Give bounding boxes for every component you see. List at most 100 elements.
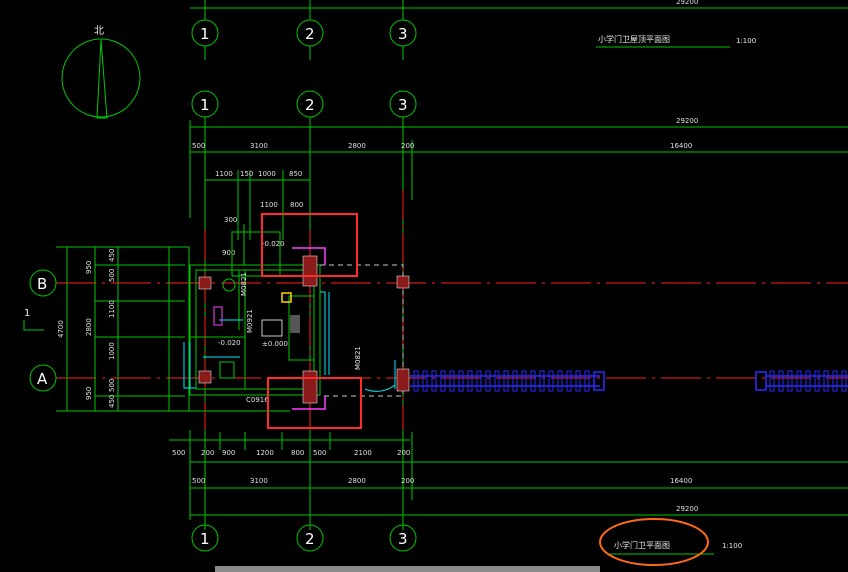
dim-left-mid-2: 950 xyxy=(85,387,93,400)
dim-upper-1: 3100 xyxy=(250,142,268,150)
north-label: 北 xyxy=(94,25,104,37)
window-label: C0916 xyxy=(246,396,269,404)
fence-post xyxy=(787,370,793,392)
dim-upper-2: 2800 xyxy=(348,142,366,150)
dim-lower-3: 1200 xyxy=(256,449,274,457)
overall-dim-top: 29200 xyxy=(676,117,698,125)
plan-title-text: 小学门卫平面图 xyxy=(614,540,670,550)
annotation-circle xyxy=(599,518,709,566)
elevation-top: -0.020 xyxy=(262,240,285,248)
roof-scale-text: 1:100 xyxy=(736,37,756,45)
axis-label-1-top: 1 xyxy=(200,25,210,43)
fence-post xyxy=(575,370,581,392)
dim-misc-3: 800 xyxy=(290,201,303,209)
fence-post xyxy=(512,370,518,392)
axis-centerlines xyxy=(56,190,848,430)
plan-axes-top: 1 2 3 xyxy=(191,90,417,118)
fence-post xyxy=(449,370,455,392)
fence-post xyxy=(458,370,464,392)
fence-pier xyxy=(755,371,767,391)
dim-sub-1: 150 xyxy=(240,170,253,178)
horizontal-scrollbar[interactable] xyxy=(215,566,600,572)
axis-label-2-top: 2 xyxy=(305,25,315,43)
axis-label-3: 3 xyxy=(398,96,408,114)
dim-lower-0: 500 xyxy=(172,449,185,457)
axis-bubble-1-bottom xyxy=(191,524,219,552)
door-label-3: M0821 xyxy=(354,346,362,370)
dim-bottom-0: 500 xyxy=(192,477,205,485)
overall-dim-bottom: 29200 xyxy=(676,505,698,513)
axis-label-2-bottom: 2 xyxy=(305,530,315,548)
dim-misc-1: 900 xyxy=(222,249,235,257)
dim-left-inner-1: 500 xyxy=(108,269,116,282)
fence-post xyxy=(548,370,554,392)
axis-label-3-bottom: 3 xyxy=(398,530,408,548)
dim-lower-6: 2100 xyxy=(354,449,372,457)
axis-bubble-3-bottom xyxy=(389,524,417,552)
fence-post xyxy=(494,370,500,392)
fence-post xyxy=(530,370,536,392)
fence-post xyxy=(503,370,509,392)
fence-post xyxy=(769,370,775,392)
dim-misc-2: 1100 xyxy=(260,201,278,209)
axis-label-1: 1 xyxy=(200,96,210,114)
roof-overall-dim: 29200 xyxy=(676,0,698,6)
fence-post xyxy=(557,370,563,392)
axis-bubble-A xyxy=(29,364,57,392)
axis-bubble-2-bottom xyxy=(296,524,324,552)
dim-lower-7: 200 xyxy=(397,449,410,457)
dim-upper-0: 500 xyxy=(192,142,205,150)
fence xyxy=(410,370,848,392)
highlight-box-lower xyxy=(267,377,362,429)
fence-post xyxy=(832,370,838,392)
fence-post xyxy=(413,370,419,392)
fence-post xyxy=(485,370,491,392)
fence-post xyxy=(566,370,572,392)
fence-post xyxy=(805,370,811,392)
dim-left-mid-1: 2800 xyxy=(85,318,93,336)
fence-post xyxy=(440,370,446,392)
fence-post xyxy=(467,370,473,392)
dim-sub-0: 1100 xyxy=(215,170,233,178)
dim-bottom-2: 2800 xyxy=(348,477,366,485)
dim-lower-5: 500 xyxy=(313,449,326,457)
north-arrow: 北 xyxy=(61,25,141,119)
fence-post xyxy=(476,370,482,392)
dim-upper-4: 16400 xyxy=(670,142,692,150)
fence-post xyxy=(796,370,802,392)
dim-bottom-1: 3100 xyxy=(250,477,268,485)
fence-post xyxy=(521,370,527,392)
dim-misc-0: 300 xyxy=(224,216,237,224)
axis-label-A: A xyxy=(37,370,48,388)
left-dimension-chains: B A 1 4700 950 2800 950 450 500 1100 100… xyxy=(23,246,185,412)
elevation-main: ±0.000 xyxy=(262,340,288,348)
dim-bottom-4: 16400 xyxy=(670,477,692,485)
dim-sub-2: 1000 xyxy=(258,170,276,178)
fence-post xyxy=(778,370,784,392)
plan-title: 小学门卫平面图 1:100 xyxy=(599,518,742,566)
building-plan: -0.020 -0.020 ±0.000 M0821 M0921 C0916 M… xyxy=(168,224,410,412)
dim-lower-2: 900 xyxy=(222,449,235,457)
roof-plan-title: 小学门卫屋顶平面图 1:100 xyxy=(596,34,756,48)
fence-post xyxy=(422,370,428,392)
dim-left-inner-5: 450 xyxy=(108,395,116,408)
dim-left-inner-4: 500 xyxy=(108,379,116,392)
bottom-dimension-chains: 500 200 900 1200 800 500 2100 200 500 31… xyxy=(169,430,848,552)
axis-label-B: B xyxy=(37,275,47,293)
door-label-2: M0921 xyxy=(246,309,254,333)
fence-post xyxy=(539,370,545,392)
roof-title-text: 小学门卫屋顶平面图 xyxy=(598,34,670,44)
elevation-toilet: -0.020 xyxy=(218,339,241,347)
dim-left-outer-0: 4700 xyxy=(57,320,65,338)
axis-bubble-B xyxy=(29,269,57,297)
dim-left-inner-0: 450 xyxy=(108,249,116,262)
plan-scale-text: 1:100 xyxy=(722,542,742,550)
dim-left-mid-0: 950 xyxy=(85,261,93,274)
axis-label-2: 2 xyxy=(305,96,315,114)
dim-upper-3: 200 xyxy=(401,142,414,150)
fence-post xyxy=(584,370,590,392)
dim-bottom-3: 200 xyxy=(401,477,414,485)
door-label-1: M0821 xyxy=(240,272,248,296)
highlight-box-upper xyxy=(261,213,358,277)
